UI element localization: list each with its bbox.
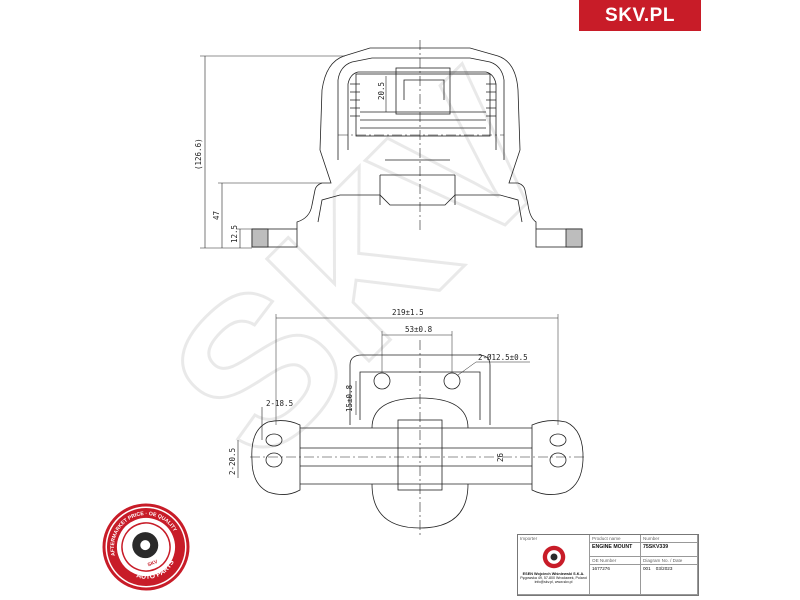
dim-total-height-label: (126.6) bbox=[194, 138, 203, 170]
dim-left-slot-label: 2-18.5 bbox=[266, 399, 293, 408]
company-address: Pęgowska 49, 57-800 Wrocławek, Poland bbox=[520, 576, 587, 581]
company-name: ESEN Wojciech Wiśniewski S.K.A. bbox=[522, 571, 585, 576]
dim-left-slot-2-label: 2-20.5 bbox=[228, 448, 237, 475]
left-slot-bottom bbox=[265, 452, 283, 468]
title-block-importer: Importer ESEN Wojciech Wiśniewski S.K.A.… bbox=[518, 535, 590, 595]
insert-lines bbox=[360, 111, 486, 129]
neck bbox=[379, 159, 456, 205]
top-view bbox=[237, 314, 585, 535]
side-view bbox=[200, 40, 583, 249]
gear-icon-hole bbox=[140, 540, 151, 551]
ribs-left bbox=[350, 83, 360, 117]
insert-core bbox=[395, 67, 451, 115]
brand-logo-text: SKV.PL bbox=[605, 4, 675, 26]
drawing-date: 03/2023 bbox=[655, 566, 673, 571]
importer-logo-icon bbox=[542, 545, 565, 568]
hole-left bbox=[373, 372, 391, 390]
stamp-center-text: SKV bbox=[147, 559, 159, 569]
right-flange bbox=[531, 420, 584, 495]
ribs-right bbox=[486, 83, 496, 117]
dim-hole-spacing-label: 53±0.8 bbox=[405, 325, 433, 334]
upper-housing bbox=[337, 57, 505, 160]
dim-center-label: 26 bbox=[496, 452, 505, 462]
dim-vertical-label: 15±0.8 bbox=[345, 384, 354, 412]
insert-block bbox=[355, 73, 491, 137]
arm-band bbox=[300, 427, 532, 485]
dim-holes-label: 2-Ø12.5±0.5 bbox=[478, 353, 528, 362]
right-slot-bottom bbox=[549, 452, 567, 468]
label-product-name: Product name bbox=[590, 535, 641, 543]
brand-logo: SKV.PL bbox=[579, 0, 701, 31]
left-slot-top bbox=[265, 433, 283, 447]
watermark: SKV bbox=[124, 29, 598, 503]
dim-thickness-label: 12.5 bbox=[230, 225, 239, 243]
label-importer: Importer bbox=[520, 536, 538, 541]
diagram-date-cell: 001 03/2023 bbox=[641, 565, 698, 595]
inner-outline bbox=[317, 194, 523, 223]
quality-stamp: AFTERMARKET PRICE · OE QUALITY AUTO PART… bbox=[99, 500, 190, 591]
insert-slot bbox=[403, 79, 445, 100]
label-diagram-no: Diagram No. / Date bbox=[641, 557, 698, 565]
dim-height-47-label: 47 bbox=[212, 211, 221, 220]
left-flange bbox=[251, 420, 301, 495]
dim-overall-width-label: 219±1.5 bbox=[392, 308, 424, 317]
right-slot-top bbox=[549, 433, 567, 447]
product-number: 75SKV339 bbox=[641, 543, 698, 557]
label-number: Number bbox=[641, 535, 698, 543]
watermark-text: SKV bbox=[126, 30, 597, 501]
hole-right bbox=[443, 372, 461, 390]
base-hatch-left bbox=[251, 228, 269, 248]
label-oe-number: OE Number bbox=[590, 557, 641, 565]
label-date: Date bbox=[672, 558, 683, 563]
top-centerlines bbox=[250, 340, 585, 535]
title-block: Importer ESEN Wojciech Wiśniewski S.K.A.… bbox=[517, 534, 699, 596]
centerline bbox=[338, 40, 504, 230]
diagram-no: 001 bbox=[643, 566, 651, 571]
oe-number: 1677276 bbox=[590, 565, 641, 595]
dim-holes-leader bbox=[457, 361, 477, 376]
label-diagram-no-text: Diagram No. bbox=[643, 558, 669, 563]
product-name: ENGINE MOUNT bbox=[590, 543, 641, 557]
housing-inner bbox=[347, 71, 497, 150]
stamp-band bbox=[107, 508, 185, 586]
dim-inner-label: 20.5 bbox=[377, 82, 386, 100]
base-hatch-right bbox=[565, 228, 583, 248]
company-contact: info@skv.pl, www.skv.pl bbox=[534, 580, 573, 585]
